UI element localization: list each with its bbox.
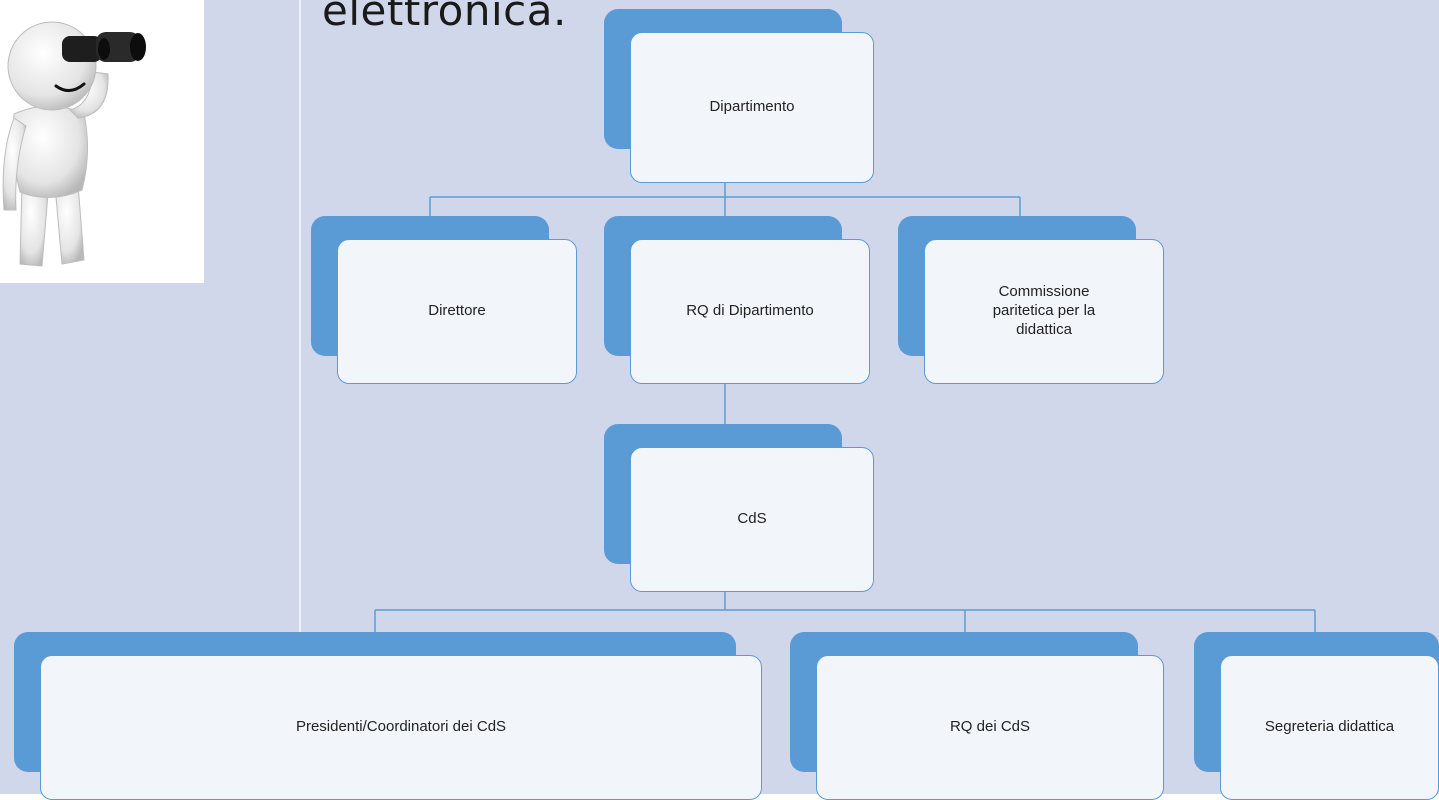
binoculars-man-icon xyxy=(2,21,146,267)
org-node-label: Dipartimento xyxy=(630,32,874,183)
org-node-label: Segreteria didattica xyxy=(1220,655,1439,800)
org-node-label: Presidenti/Coordinatori dei CdS xyxy=(40,655,762,800)
org-node-label: Commissione paritetica per la didattica xyxy=(924,239,1164,384)
slide-title-fragment: elettronica. xyxy=(322,0,567,35)
org-node-label: Direttore xyxy=(337,239,577,384)
org-node-label: RQ di Dipartimento xyxy=(630,239,870,384)
org-node-label: CdS xyxy=(630,447,874,592)
vertical-divider xyxy=(299,0,301,632)
org-node-label: RQ dei CdS xyxy=(816,655,1164,800)
